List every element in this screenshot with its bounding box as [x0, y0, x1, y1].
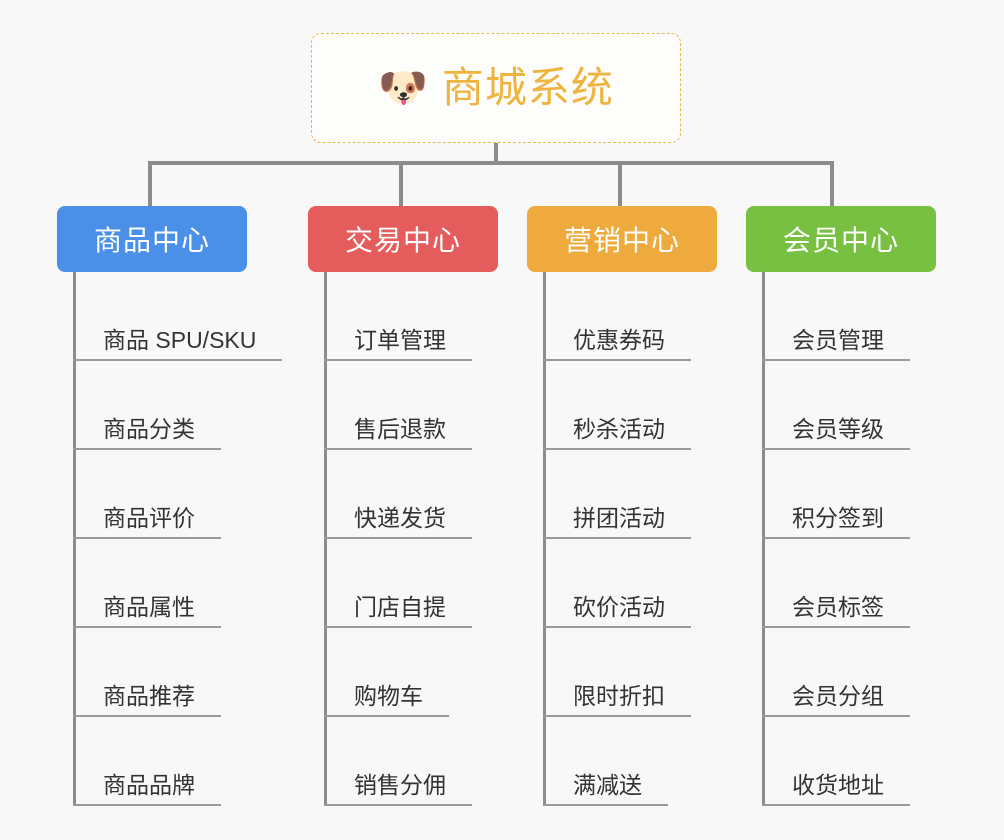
leaf-item[interactable]: 商品推荐	[73, 628, 221, 717]
leaf-label: 购物车	[354, 682, 423, 709]
root-trunk-connector	[494, 143, 498, 164]
category-header-0[interactable]: 商品中心	[57, 206, 247, 272]
leaf-label: 售后退款	[354, 415, 446, 442]
leaf-trunk-0	[73, 272, 76, 806]
category-header-1[interactable]: 交易中心	[308, 206, 498, 272]
leaf-label: 商品分类	[103, 415, 195, 442]
horizontal-bus-connector	[148, 161, 834, 165]
leaf-item[interactable]: 会员管理	[762, 272, 910, 361]
leaf-label: 商品推荐	[103, 682, 195, 709]
leaf-item[interactable]: 优惠券码	[543, 272, 691, 361]
leaf-item[interactable]: 购物车	[324, 628, 449, 717]
leaf-item[interactable]: 快递发货	[324, 450, 472, 539]
leaf-label: 砍价活动	[573, 593, 665, 620]
leaf-item[interactable]: 秒杀活动	[543, 361, 691, 450]
leaf-item[interactable]: 商品属性	[73, 539, 221, 628]
leaf-label: 商品评价	[103, 504, 195, 531]
leaf-list-0: 商品 SPU/SKU 商品分类 商品评价 商品属性 商品推荐 商品品牌	[57, 272, 283, 806]
leaf-label: 商品品牌	[103, 771, 195, 798]
leaf-label: 会员分组	[792, 682, 884, 709]
leaf-label: 会员管理	[792, 326, 884, 353]
leaf-item[interactable]: 商品评价	[73, 450, 221, 539]
leaf-label: 收货地址	[792, 771, 884, 798]
leaf-item[interactable]: 会员标签	[762, 539, 910, 628]
leaf-label: 商品 SPU/SKU	[103, 326, 257, 353]
leaf-item[interactable]: 限时折扣	[543, 628, 691, 717]
leaf-label: 限时折扣	[573, 682, 665, 709]
leaf-item[interactable]: 售后退款	[324, 361, 472, 450]
leaf-label: 快递发货	[354, 504, 446, 531]
category-column-交易中心: 交易中心 订单管理 售后退款 快递发货 门店自提 购物车 销售分佣	[308, 206, 498, 806]
leaf-label: 会员等级	[792, 415, 884, 442]
leaf-list-1: 订单管理 售后退款 快递发货 门店自提 购物车 销售分佣	[308, 272, 498, 806]
leaf-label: 优惠券码	[573, 326, 665, 353]
leaf-label: 拼团活动	[573, 504, 665, 531]
drop-connector-2	[399, 161, 403, 209]
leaf-item[interactable]: 会员等级	[762, 361, 910, 450]
dog-face-icon: 🐶	[378, 66, 428, 110]
leaf-item[interactable]: 订单管理	[324, 272, 472, 361]
leaf-item[interactable]: 商品品牌	[73, 717, 221, 806]
leaf-item[interactable]: 商品 SPU/SKU	[73, 272, 283, 361]
drop-connector-3	[618, 161, 622, 209]
category-header-2[interactable]: 营销中心	[527, 206, 717, 272]
leaf-list-3: 会员管理 会员等级 积分签到 会员标签 会员分组 收货地址	[746, 272, 936, 806]
leaf-trunk-1	[324, 272, 327, 806]
leaf-item[interactable]: 门店自提	[324, 539, 472, 628]
leaf-item[interactable]: 会员分组	[762, 628, 910, 717]
leaf-label: 秒杀活动	[573, 415, 665, 442]
leaf-list-2: 优惠券码 秒杀活动 拼团活动 砍价活动 限时折扣 满减送	[527, 272, 717, 806]
leaf-label: 积分签到	[792, 504, 884, 531]
category-column-营销中心: 营销中心 优惠券码 秒杀活动 拼团活动 砍价活动 限时折扣 满减送	[527, 206, 717, 806]
category-header-3[interactable]: 会员中心	[746, 206, 936, 272]
leaf-item[interactable]: 销售分佣	[324, 717, 472, 806]
leaf-item[interactable]: 商品分类	[73, 361, 221, 450]
drop-connector-1	[148, 161, 152, 209]
leaf-item[interactable]: 拼团活动	[543, 450, 691, 539]
leaf-item[interactable]: 砍价活动	[543, 539, 691, 628]
leaf-label: 商品属性	[103, 593, 195, 620]
leaf-trunk-3	[762, 272, 765, 806]
leaf-item[interactable]: 收货地址	[762, 717, 910, 806]
leaf-label: 门店自提	[354, 593, 446, 620]
drop-connector-4	[830, 161, 834, 209]
root-node[interactable]: 🐶 商城系统	[311, 33, 681, 143]
leaf-item[interactable]: 积分签到	[762, 450, 910, 539]
root-title: 商城系统	[441, 64, 614, 111]
leaf-item[interactable]: 满减送	[543, 717, 668, 806]
leaf-trunk-2	[543, 272, 546, 806]
leaf-label: 满减送	[573, 771, 642, 798]
leaf-label: 订单管理	[354, 326, 446, 353]
category-column-商品中心: 商品中心 商品 SPU/SKU 商品分类 商品评价 商品属性 商品推荐 商品品牌	[57, 206, 283, 806]
category-column-会员中心: 会员中心 会员管理 会员等级 积分签到 会员标签 会员分组 收货地址	[746, 206, 936, 806]
leaf-label: 会员标签	[792, 593, 884, 620]
leaf-label: 销售分佣	[354, 771, 446, 798]
